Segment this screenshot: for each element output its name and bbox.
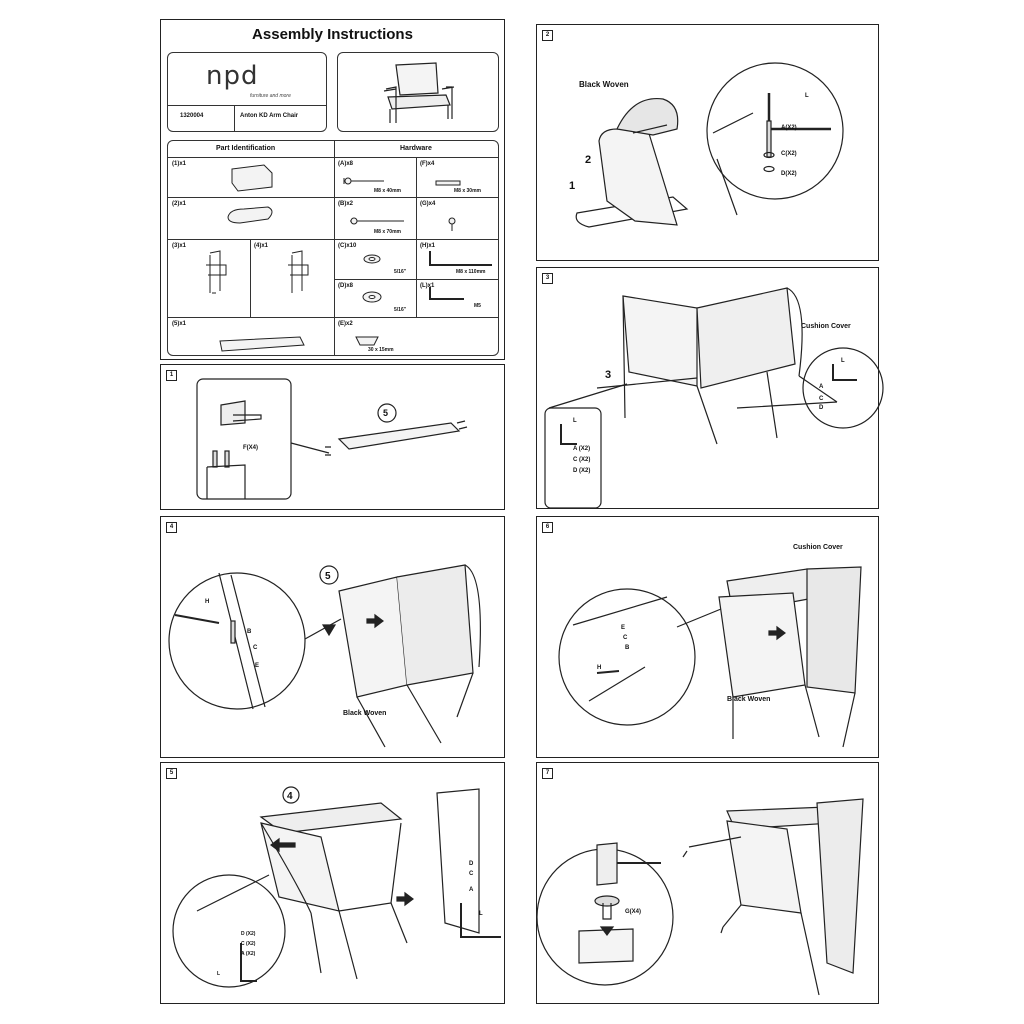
brand-box: npd furniture and more 1320004 Anton KD … <box>167 52 327 132</box>
hardware-label: (D)x8 <box>338 283 354 289</box>
callout-h: H <box>205 599 209 605</box>
model-number: 1320004 <box>180 113 204 119</box>
step-1-drawing: F(X4) 5 <box>196 378 468 500</box>
callout-a-x2: A (X2) <box>241 951 256 957</box>
brand-logo: npd <box>206 61 259 91</box>
callout-l: L <box>841 358 845 364</box>
step-1-panel: 1 F(X4) 5 <box>160 364 505 510</box>
part-label: (1)x1 <box>172 161 187 167</box>
product-image-box <box>337 52 499 132</box>
hardware-size: M8 x 70mm <box>374 229 401 235</box>
hardware-label: (B)x2 <box>338 201 354 207</box>
callout-c: C <box>819 396 824 402</box>
step-6-panel: 6 Cushion Cover E C B H Black Woven <box>536 516 879 758</box>
parts-table: Part Identification Hardware (1)x1 (2)x1… <box>167 140 499 356</box>
hardware-size: M8 x 40mm <box>374 188 401 194</box>
hardware-size: 5/16" <box>394 307 407 313</box>
step-2-panel: 2 Black Woven 2 1 L A(X2) C(X2) D(X2) <box>536 24 879 261</box>
brand-tagline: furniture and more <box>250 93 291 99</box>
product-name: Anton KD Arm Chair <box>240 113 299 119</box>
hardware-label: (E)x2 <box>338 321 353 327</box>
step-2-drawing: Black Woven 2 1 L A(X2) C(X2) D(X2) <box>569 62 844 228</box>
step-number: 3 <box>542 273 553 284</box>
callout-part-1: 1 <box>569 180 575 192</box>
callout-c: C <box>469 871 474 877</box>
step-4-panel: 4 5 H B C E Black Woven <box>160 516 505 758</box>
callout-a: A <box>469 887 474 893</box>
callout-l: L <box>217 971 220 977</box>
callout-part-3: 3 <box>605 369 611 381</box>
callout-d-x2: D (X2) <box>573 468 590 474</box>
hardware-size: M5 <box>474 303 481 309</box>
callout-c-x2: C (X2) <box>573 457 590 463</box>
step-number: 6 <box>542 522 553 533</box>
step-3-drawing: Cushion Cover 3 L A (X2) C (X2) D (X2) L… <box>544 287 884 509</box>
hardware-size: 5/16" <box>394 269 407 275</box>
hardware-size: M8 x 30mm <box>454 188 481 194</box>
parts-panel: Assembly Instructions npd furniture and … <box>160 19 505 360</box>
hardware-label: (F)x4 <box>420 161 435 167</box>
step-number: 4 <box>166 522 177 533</box>
callout-h: H <box>597 665 601 671</box>
step-3-panel: 3 Cushion Cover 3 L A (X2) C (X2) D (X2)… <box>536 267 884 509</box>
callout-cushion-cover: Cushion Cover <box>793 544 843 551</box>
callout-part-5: 5 <box>325 571 331 582</box>
callout-l: L <box>573 418 577 424</box>
callout-part-4: 4 <box>287 791 293 802</box>
part-label: (2)x1 <box>172 201 187 207</box>
hardware-label: (A)x8 <box>338 161 354 167</box>
callout-f-x4: F(X4) <box>243 445 258 451</box>
hardware-label: (G)x4 <box>420 201 436 207</box>
callout-c-x2: C (X2) <box>241 941 256 947</box>
step-number: 1 <box>166 370 177 381</box>
callout-a-x2: A (X2) <box>573 446 590 452</box>
step-4-drawing: 5 H B C E Black Woven <box>168 564 481 748</box>
callout-black-woven: Black Woven <box>343 710 386 717</box>
parts-drawings <box>206 164 492 352</box>
step-7-drawing: G(X4) <box>536 798 864 996</box>
callout-d-x2: D (X2) <box>241 931 256 937</box>
hardware-label: (C)x10 <box>338 243 357 249</box>
part-label: (5)x1 <box>172 321 187 327</box>
hardware-label: (L)x1 <box>420 283 435 289</box>
step-5-panel: 5 4 D (X2) C (X2) A (X2) L D C A L <box>160 762 505 1004</box>
hardware-label: (H)x1 <box>420 243 436 249</box>
callout-cushion-cover: Cushion Cover <box>801 323 851 330</box>
callout-l: L <box>805 93 809 99</box>
callout-black-woven: Black Woven <box>579 80 629 89</box>
callout-l: L <box>479 911 483 917</box>
part-identification-heading: Part Identification <box>216 145 276 152</box>
part-label: (3)x1 <box>172 243 187 249</box>
step-5-drawing: 4 D (X2) C (X2) A (X2) L D C A L <box>172 786 501 988</box>
callout-c: C <box>253 645 258 651</box>
callout-a: A <box>819 384 824 390</box>
callout-d-x2: D(X2) <box>781 171 797 177</box>
callout-d: D <box>819 405 824 411</box>
hardware-heading: Hardware <box>400 145 432 152</box>
callout-b: B <box>625 645 630 651</box>
part-label: (4)x1 <box>254 243 269 249</box>
hardware-size: 30 x 15mm <box>368 347 394 353</box>
callout-a-x2: A(X2) <box>781 125 797 131</box>
step-number: 2 <box>542 30 553 41</box>
callout-e: E <box>621 625 625 631</box>
callout-e: E <box>255 663 259 669</box>
hardware-size: M8 x 110mm <box>456 269 486 275</box>
callout-b: B <box>247 629 252 635</box>
callout-part-2: 2 <box>585 154 591 166</box>
step-6-drawing: Cushion Cover E C B H Black Woven <box>558 544 862 748</box>
callout-g-x4: G(X4) <box>625 909 641 915</box>
step-number: 5 <box>166 768 177 779</box>
callout-c-x2: C(X2) <box>781 151 797 157</box>
chair-thumbnail <box>383 62 455 123</box>
callout-c: C <box>623 635 628 641</box>
callout-part-5: 5 <box>383 408 388 418</box>
page-title: Assembly Instructions <box>252 26 413 43</box>
step-number: 7 <box>542 768 553 779</box>
callout-d: D <box>469 861 474 867</box>
step-7-panel: 7 G(X4) <box>536 762 879 1004</box>
callout-black-woven: Black Woven <box>727 696 770 703</box>
